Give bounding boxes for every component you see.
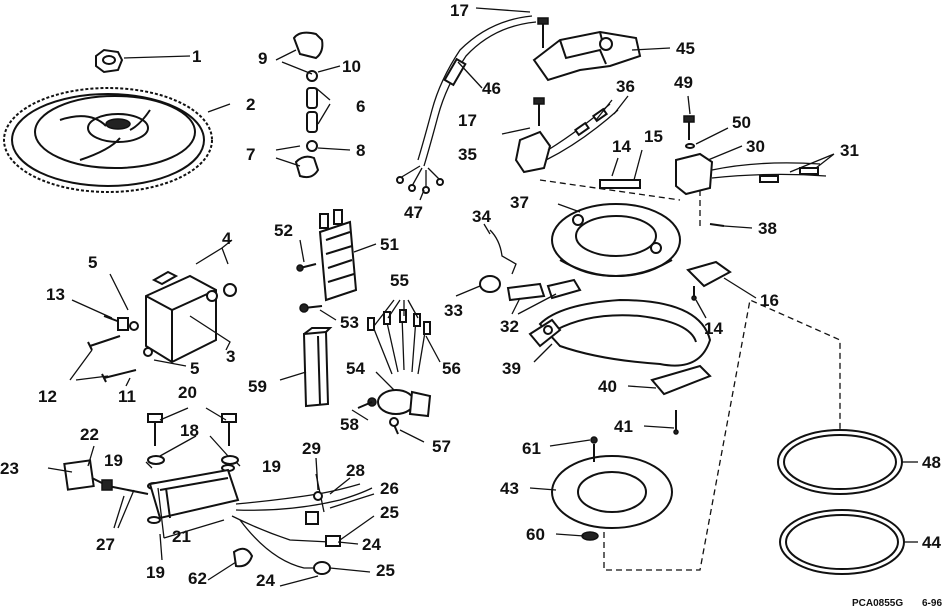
callout-1: 1 xyxy=(192,47,201,66)
callout-56: 56 xyxy=(442,359,461,378)
callout-19b: 19 xyxy=(262,457,281,476)
callout-50: 50 xyxy=(732,113,751,132)
callout-18: 18 xyxy=(180,421,199,440)
figure-footer: PCA0855G 6-96 xyxy=(852,598,942,609)
callout-5b: 5 xyxy=(190,359,199,378)
callout-19c: 19 xyxy=(146,563,165,582)
callout-26: 26 xyxy=(380,479,399,498)
callout-22: 22 xyxy=(80,425,99,444)
callout-17a: 17 xyxy=(450,1,469,20)
callout-5a: 5 xyxy=(88,253,97,272)
callout-33: 33 xyxy=(444,301,463,320)
callout-15: 15 xyxy=(644,127,663,146)
callout-25a: 25 xyxy=(380,503,399,522)
terminal-block xyxy=(318,209,358,302)
figure-code: PCA0855G xyxy=(852,598,903,609)
callout-14a: 14 xyxy=(612,137,631,156)
callout-40: 40 xyxy=(598,377,617,396)
callout-46: 46 xyxy=(482,79,501,98)
callout-14b: 14 xyxy=(704,319,723,338)
callout-54: 54 xyxy=(346,359,365,378)
callout-30: 30 xyxy=(746,137,765,156)
callout-21: 21 xyxy=(172,527,191,546)
callout-9: 9 xyxy=(258,49,267,68)
figure-date: 6-96 xyxy=(922,598,942,609)
mounting-bracket xyxy=(302,327,333,408)
callout-labels: 1 2 3 4 5 5 6 7 8 9 10 11 12 13 14 14 15… xyxy=(0,1,941,590)
callout-52: 52 xyxy=(274,221,293,240)
callout-3: 3 xyxy=(226,347,235,366)
seal-ring-large xyxy=(777,429,903,495)
callout-16: 16 xyxy=(760,291,779,310)
callout-59: 59 xyxy=(248,377,267,396)
spark-plug-boot xyxy=(292,31,324,60)
callout-60: 60 xyxy=(526,525,545,544)
callout-38: 38 xyxy=(758,219,777,238)
callout-13: 13 xyxy=(46,285,65,304)
callout-4: 4 xyxy=(222,229,232,248)
callout-6: 6 xyxy=(356,97,365,116)
callout-24b: 24 xyxy=(256,571,275,590)
callout-57: 57 xyxy=(432,437,451,456)
callout-48: 48 xyxy=(922,453,941,472)
callout-19a: 19 xyxy=(104,451,123,470)
mount-plate xyxy=(551,299,841,571)
terminal-screws xyxy=(296,263,323,313)
callout-51: 51 xyxy=(380,235,399,254)
spark-plug-terminal xyxy=(294,70,320,179)
callout-35: 35 xyxy=(458,145,477,164)
callout-44: 44 xyxy=(922,533,941,552)
flywheel-nut xyxy=(95,48,124,74)
callout-27: 27 xyxy=(96,535,115,554)
callout-55: 55 xyxy=(390,271,409,290)
sensor-coil xyxy=(514,97,619,174)
callout-36: 36 xyxy=(616,77,635,96)
lead-terminals xyxy=(367,309,431,375)
callout-24a: 24 xyxy=(362,535,381,554)
callout-31: 31 xyxy=(840,141,859,160)
callout-7: 7 xyxy=(246,145,255,164)
charge-coil xyxy=(675,115,827,196)
timer-base xyxy=(532,17,642,82)
callout-10: 10 xyxy=(342,57,361,76)
ring-segment xyxy=(650,364,712,435)
callout-11: 11 xyxy=(118,387,136,406)
ignition-coil xyxy=(63,459,240,520)
callout-8: 8 xyxy=(356,141,365,160)
callout-28: 28 xyxy=(346,461,365,480)
flywheel xyxy=(3,87,213,193)
callout-2: 2 xyxy=(246,95,255,114)
coil-leads xyxy=(231,473,373,575)
leader-lines xyxy=(47,7,918,587)
sensor-harness xyxy=(396,15,537,194)
retainer-clip xyxy=(686,260,732,301)
throttle-link xyxy=(479,229,582,302)
callout-29: 29 xyxy=(302,439,321,458)
callout-43: 43 xyxy=(500,479,519,498)
callout-45: 45 xyxy=(676,39,695,58)
callout-61: 61 xyxy=(522,439,541,458)
power-pack xyxy=(145,270,237,364)
callout-32: 32 xyxy=(500,317,519,336)
callout-62: 62 xyxy=(188,569,207,588)
screw-set-left xyxy=(87,315,153,383)
callout-34: 34 xyxy=(472,207,491,226)
seal-ring-small xyxy=(779,509,905,575)
armature-plate xyxy=(539,179,725,277)
callout-25b: 25 xyxy=(376,561,395,580)
solenoid xyxy=(357,389,432,435)
callout-58: 58 xyxy=(340,415,359,434)
callout-49: 49 xyxy=(674,73,693,92)
callout-39: 39 xyxy=(502,359,521,378)
callout-20: 20 xyxy=(178,383,197,402)
retainer-plate xyxy=(528,298,712,367)
callout-47: 47 xyxy=(404,203,423,222)
callout-53: 53 xyxy=(340,313,359,332)
callout-17b: 17 xyxy=(458,111,477,130)
callout-23: 23 xyxy=(0,459,19,478)
callout-12: 12 xyxy=(38,387,57,406)
callout-41: 41 xyxy=(614,417,633,436)
callout-37: 37 xyxy=(510,193,529,212)
